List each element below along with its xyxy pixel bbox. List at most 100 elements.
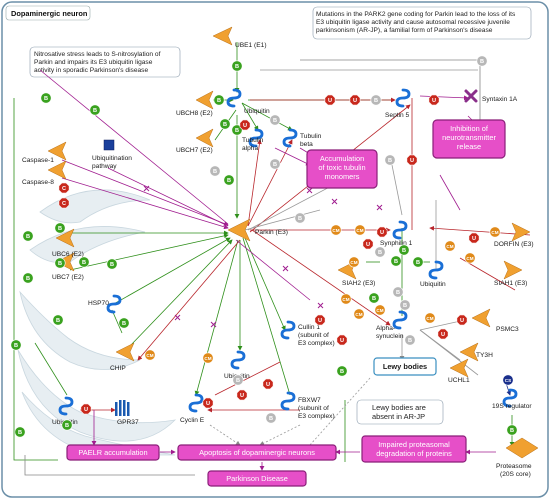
siah1-icon xyxy=(503,260,523,280)
binding-badge-letter: B xyxy=(223,122,227,128)
binding-badge-letter: B xyxy=(110,262,114,268)
binding-grey-badge-letter: B xyxy=(273,162,277,168)
chem-mod-badge: CM xyxy=(444,240,456,252)
binding-grey-badge-letter: B xyxy=(213,169,217,175)
ubch8-icon xyxy=(195,90,214,110)
binding-badge-letter: B xyxy=(93,108,97,114)
svg-text:Accumulation: Accumulation xyxy=(320,154,364,163)
ubc7-label: UBC7 (E2) xyxy=(52,274,84,281)
hsp70-icon xyxy=(106,294,122,314)
binding-badge: B xyxy=(219,118,231,130)
ubiquitination-badge: U xyxy=(262,378,274,390)
cullin-label-3: E3 complex) xyxy=(298,340,335,347)
chem-mod-badge: CM xyxy=(202,352,214,364)
binding-badge: B xyxy=(14,426,26,438)
chem-mod-badge: CM xyxy=(374,304,386,316)
binding-badge: B xyxy=(412,256,424,268)
proteasome-label-1: Proteasome xyxy=(496,463,532,470)
ubiquitin-right-icon xyxy=(428,260,444,280)
binding-badge: B xyxy=(118,317,130,329)
cyclin-label: Cyclin E xyxy=(180,417,205,424)
svg-text:release: release xyxy=(457,142,481,151)
binding-grey-badge-letter: B xyxy=(273,118,277,124)
ubiquitination-badge-letter: U xyxy=(328,98,332,104)
binding-badge: B xyxy=(213,94,225,106)
svg-text:PAELR accumulation: PAELR accumulation xyxy=(78,448,147,457)
syntaxin-label: Syntaxin 1A xyxy=(482,96,518,103)
binding-grey-badge: B xyxy=(232,374,244,386)
ubiquitination-badge-letter: U xyxy=(318,318,322,324)
cleavage-badge: C xyxy=(58,182,70,194)
syntaxin-x-icon xyxy=(464,89,478,103)
fbxw7-label-3: E3 complex) xyxy=(298,413,335,420)
chem-mod-badge: CM xyxy=(348,256,360,268)
tubulin-beta-label-1: Tubulin xyxy=(300,133,322,140)
binding-badge: B xyxy=(106,258,118,270)
svg-text:Inhibition of: Inhibition of xyxy=(450,124,489,133)
ubiquitination-badge-letter: U xyxy=(410,158,414,164)
binding-grey-badge: B xyxy=(269,158,281,170)
fbxw7-label-1: FBXW7 xyxy=(298,397,321,404)
binding-grey-badge: B xyxy=(384,154,396,166)
er-shapes xyxy=(17,189,177,456)
chem-mod-badge: CM xyxy=(330,224,342,236)
ubiquitination-badge: U xyxy=(239,119,251,131)
alpha-syn-label-2: synuclein xyxy=(376,333,404,340)
ubiquitination-badge: U xyxy=(336,334,348,346)
caspase8-label: Caspase-8 xyxy=(22,179,54,186)
binding-badge-letter: B xyxy=(416,260,420,266)
ubiquitination-badge-letter: U xyxy=(366,242,370,248)
outcome-inhibition-release: Inhibition of neurotransmitter release xyxy=(432,119,506,159)
septin5-label: Septin 5 xyxy=(385,112,410,119)
outcome-toxic-tubulin: Accumulation of toxic tubulin monomers xyxy=(306,149,378,189)
chem-mod-badge-letter: CM xyxy=(332,228,339,233)
parkin-icon xyxy=(227,218,251,242)
binding-badge-letter: B xyxy=(394,259,398,265)
proteasome-icon xyxy=(505,437,539,459)
svg-text:of toxic tubulin: of toxic tubulin xyxy=(318,163,365,172)
fbxw7-icon xyxy=(280,391,296,411)
ubiquitination-badge-letter: U xyxy=(460,318,464,324)
proteasome-label-2: (20S core) xyxy=(500,471,531,478)
ubch7-label: UBCH7 (E2) xyxy=(176,147,213,154)
chip-label: CHIP xyxy=(110,365,126,372)
hsp70-label: HSP70 xyxy=(88,300,109,307)
chem-mod-badge: CM xyxy=(340,293,352,305)
parkin-label: Parkin (E3) xyxy=(255,229,288,236)
binding-badge-letter: B xyxy=(58,261,62,267)
binding-grey-badge: B xyxy=(374,246,386,258)
ubiquitination-badge-letter: U xyxy=(266,382,270,388)
binding-grey-badge: B xyxy=(476,55,488,67)
inhibition-marks xyxy=(143,185,383,328)
tubulin-alpha-label-2: alpha xyxy=(242,145,258,152)
binding-badge: B xyxy=(22,230,34,242)
binding-badge: B xyxy=(390,255,402,267)
binding-badge: B xyxy=(398,244,410,256)
dorfin-icon xyxy=(511,222,531,242)
ubiquitin-mid-icon xyxy=(230,350,246,370)
svg-text:Mutations in the PARK2 gene co: Mutations in the PARK2 gene coding for P… xyxy=(316,11,516,18)
gpr37-label: GPR37 xyxy=(117,419,139,426)
chem-mod-badge: CM xyxy=(464,252,476,264)
ubiquitination-badge: U xyxy=(349,94,361,106)
cullin-label-1: Cullin 1 xyxy=(298,324,320,331)
binding-badge-letter: B xyxy=(82,260,86,266)
binding-badge-letter: B xyxy=(56,318,60,324)
binding-grey-badge: B xyxy=(209,165,221,177)
ubiquitination-badge: U xyxy=(324,94,336,106)
ubiquitination-badge: U xyxy=(80,403,92,415)
ubiq-pathway-label-1: Ubiquitination xyxy=(92,155,132,162)
binding-badge-letter: B xyxy=(227,178,231,184)
binding-badge-letter: B xyxy=(44,96,48,102)
binding-grey-badge: B xyxy=(404,334,416,346)
svg-text:Nitrosative stress leads to S-: Nitrosative stress leads to S-nitrosylat… xyxy=(34,51,161,58)
binding-badge: B xyxy=(231,60,243,72)
chip-icon xyxy=(115,342,135,362)
binding-badge-letter: B xyxy=(372,296,376,302)
ubch8-label: UBCH8 (E2) xyxy=(176,110,213,117)
ubiquitination-badge-letter: U xyxy=(84,407,88,413)
svg-text:Lewy bodies: Lewy bodies xyxy=(383,362,427,371)
binding-badge-letter: B xyxy=(18,430,22,436)
